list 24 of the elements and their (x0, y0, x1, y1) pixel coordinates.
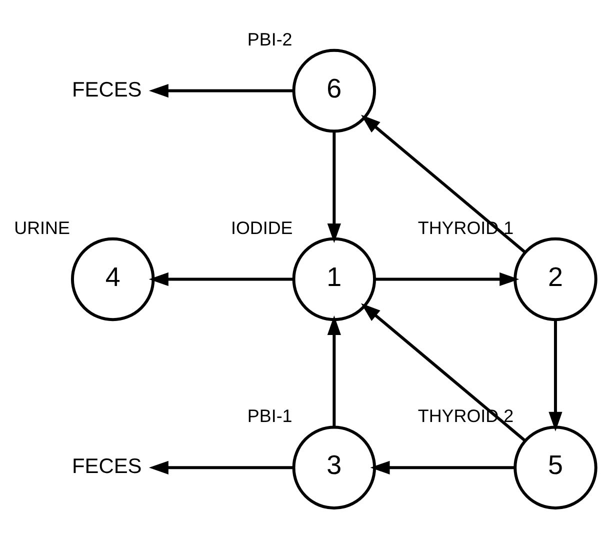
arrow (148, 460, 294, 474)
arrow (327, 316, 341, 427)
arrow (148, 84, 294, 98)
node-label: THYROID 1 (418, 218, 514, 238)
node-circle: 2 (514, 237, 598, 322)
node-label: PBI-2 (247, 29, 292, 50)
node-label: PBI-1 (247, 406, 292, 426)
arrow (548, 320, 562, 432)
arrow (361, 303, 526, 442)
node-label: THYROID 2 (418, 406, 514, 426)
node-label: URINE (14, 218, 70, 238)
arrow (361, 114, 526, 254)
node-label: IODIDE (230, 218, 293, 238)
node-circle: 6 (292, 48, 376, 133)
node-circle: 4 (70, 237, 155, 322)
node-circle: 5 (514, 426, 598, 510)
node-circle: 1 (292, 237, 376, 322)
node-text: FECES (72, 455, 142, 478)
arrow (374, 272, 520, 286)
arrow (148, 272, 294, 286)
node-text: FECES (72, 78, 142, 102)
arrow (327, 132, 341, 243)
node-circle: 3 (292, 426, 376, 510)
arrow (370, 460, 515, 474)
